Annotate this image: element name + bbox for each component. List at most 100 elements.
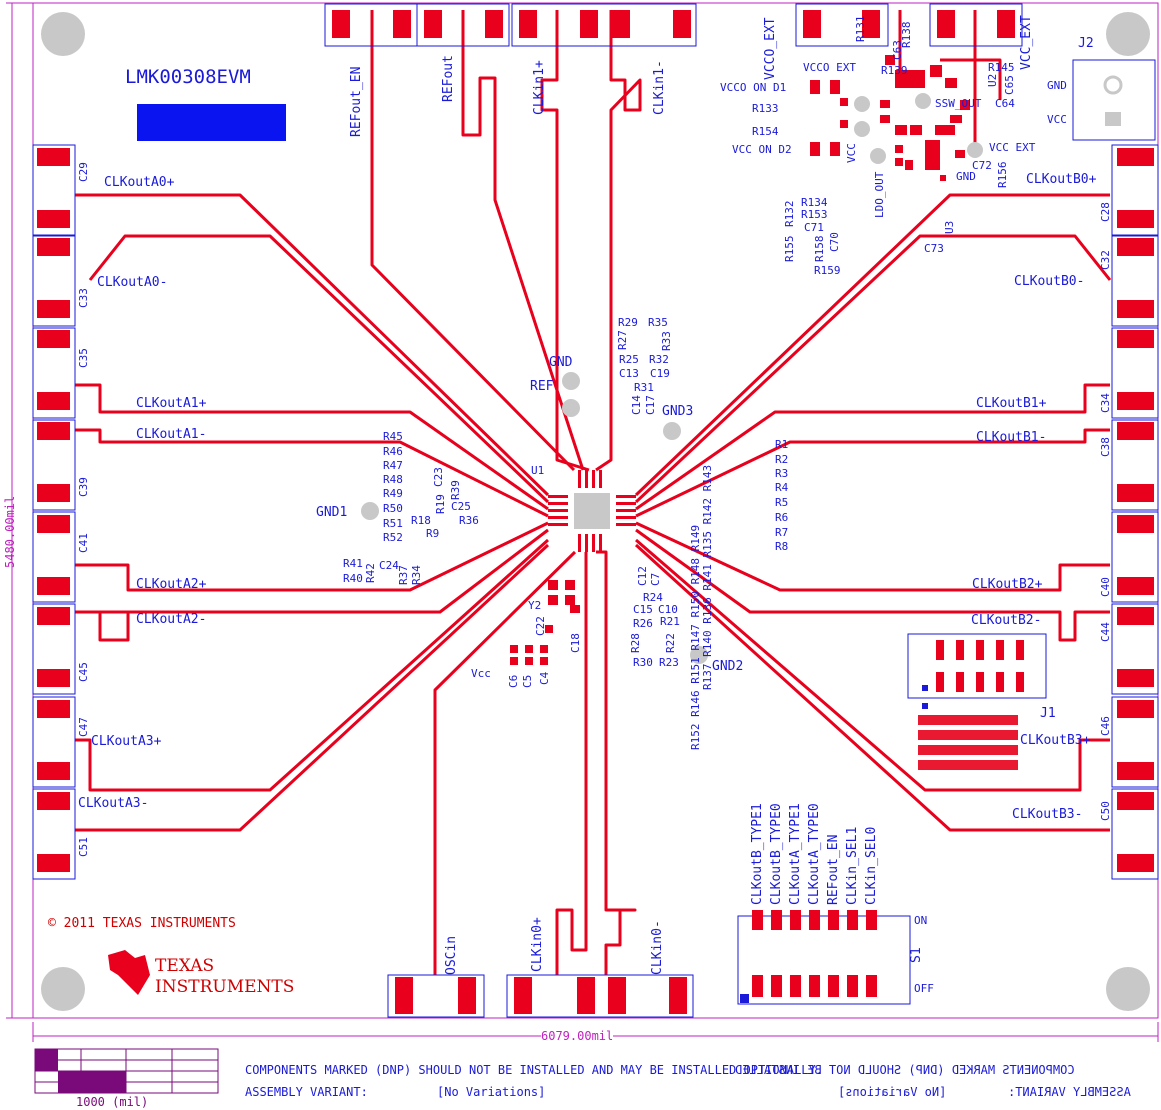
ref-r39: R39 <box>449 480 462 500</box>
s1-label-2: CLKoutA_TYPE1 <box>788 803 803 905</box>
tp-vcc-small: Vcc <box>471 667 491 680</box>
ref-r154: R154 <box>752 125 779 138</box>
ref-r18: R18 <box>411 514 431 527</box>
ref-u1: U1 <box>531 464 545 477</box>
mount-hole-bl <box>41 967 85 1011</box>
s1-label-0: CLKoutB_TYPE1 <box>750 803 765 905</box>
s1-label-5: CLKin_SEL1 <box>845 826 860 905</box>
right-sma-pads <box>1111 144 1159 880</box>
ref-c65: C65 <box>1003 75 1016 95</box>
ref-r35: R35 <box>648 316 668 329</box>
cap-c50: C50 <box>1099 801 1112 821</box>
s1-off: OFF <box>914 982 934 995</box>
ref-c17: C17 <box>644 395 657 415</box>
cap-c32: C32 <box>1099 250 1112 270</box>
ref-r51: R51 <box>383 517 403 530</box>
cap-c41: C41 <box>77 533 90 553</box>
tp-vcco-ext: VCCO EXT <box>803 61 856 74</box>
ref-r139: R139 <box>881 64 908 77</box>
ref-r153: R153 <box>801 208 828 221</box>
s1-label-1: CLKoutB_TYPE0 <box>769 803 784 905</box>
ref-r47: R47 <box>383 459 403 472</box>
ref-r133: R133 <box>752 102 779 115</box>
ti-logo-line2: INSTRUMENTS <box>155 977 295 997</box>
out-a2p: CLKoutA2+ <box>136 577 207 592</box>
left-sma-pads <box>32 144 76 880</box>
u1-ic <box>574 493 610 529</box>
tp-gnd-j2: GND <box>1047 79 1067 92</box>
ref-r131: R131 <box>854 15 867 43</box>
j1-header <box>907 633 1047 770</box>
ref-r145: R145 <box>988 61 1015 74</box>
ref-c5: C5 <box>521 674 534 688</box>
y2-area <box>510 580 580 665</box>
mount-hole-br <box>1106 967 1150 1011</box>
ref-r32: R32 <box>649 353 669 366</box>
out-a0p: CLKoutA0+ <box>104 175 175 190</box>
ref-r50: R50 <box>383 502 403 515</box>
ref-r155: R155 <box>783 235 796 263</box>
ref-r42: R42 <box>364 563 377 583</box>
ref-r134: R134 <box>801 196 828 209</box>
cap-c29: C29 <box>77 162 90 182</box>
out-b0n: CLKoutB0- <box>1014 274 1085 289</box>
ref-c18: C18 <box>569 633 582 653</box>
ref-r8: R8 <box>775 540 789 553</box>
ref-r24: R24 <box>643 591 663 604</box>
ref-c15: C15 <box>633 603 653 616</box>
ref-c25: C25 <box>451 500 471 513</box>
ref-r5: R5 <box>775 496 789 509</box>
cap-c45: C45 <box>77 662 90 682</box>
ref-r132: R132 <box>783 200 796 228</box>
ref-r40: R40 <box>343 572 363 585</box>
ref-c63: C63 <box>891 40 904 60</box>
cap-c38: C38 <box>1099 437 1112 457</box>
conn-oscin: OSCin <box>444 935 459 975</box>
ref-j2: J2 <box>1078 36 1094 51</box>
ref-r9: R9 <box>426 527 440 540</box>
ref-r27: R27 <box>616 330 629 350</box>
conn-clkin0p: CLKin0+ <box>530 917 545 972</box>
ref-c19: C19 <box>650 367 670 380</box>
footer-mirror-line1: COMPONENTS MARKED (DNP) SHOULD NOT BE IN… <box>735 1063 1075 1077</box>
ref-c14: C14 <box>630 395 643 415</box>
traces <box>75 10 1112 975</box>
out-b1n: CLKoutB1- <box>976 430 1047 445</box>
conn-clkin0n: CLKin0- <box>650 920 665 975</box>
ref-r36: R36 <box>459 514 479 527</box>
dim-width-label: 6079.00mil <box>541 1029 614 1043</box>
conn-refout: REFout <box>441 55 456 102</box>
out-a3n: CLKoutA3- <box>78 796 149 811</box>
cap-c33: C33 <box>77 288 90 308</box>
ref-r33: R33 <box>660 331 673 351</box>
ref-rcol1: R152 R146 R151 R147 R150 R148 R149 <box>689 524 702 750</box>
out-b2n: CLKoutB2- <box>971 613 1042 628</box>
cap-c28: C28 <box>1099 202 1112 222</box>
board-title: LMK00308EVM <box>125 66 251 88</box>
s1-label-3: CLKoutA_TYPE0 <box>807 803 822 905</box>
ref-r25: R25 <box>619 353 639 366</box>
cap-c44: C44 <box>1099 622 1112 642</box>
tp-vcc-ext: VCC EXT <box>989 141 1036 154</box>
ref-r30: R30 <box>633 656 653 669</box>
ref-r29: R29 <box>618 316 638 329</box>
ref-r34: R34 <box>410 565 423 585</box>
cap-c40: C40 <box>1099 577 1112 597</box>
ref-c64: C64 <box>995 97 1015 110</box>
out-a0n: CLKoutA0- <box>97 275 168 290</box>
tp-vcc: VCC <box>845 143 858 163</box>
tp-vcco-on: VCCO ON D1 <box>720 81 787 94</box>
s1-label-6: CLKin_SEL0 <box>864 826 879 905</box>
tp-ssw-out: SSW_OUT <box>935 97 982 110</box>
out-a2n: CLKoutA2- <box>136 612 207 627</box>
ref-r158: R158 <box>813 235 826 263</box>
tp-vcc-j2: VCC <box>1047 113 1067 126</box>
cap-c39: C39 <box>77 477 90 497</box>
cap-c34: C34 <box>1099 393 1112 413</box>
ref-c4: C4 <box>538 671 551 685</box>
ref-y2: Y2 <box>528 599 542 612</box>
ref-r23: R23 <box>659 656 679 669</box>
s1-label-4: REFout_EN <box>826 834 841 905</box>
tp-vcc-on: VCC ON D2 <box>732 143 792 156</box>
out-b3p: CLKoutB3+ <box>1020 733 1091 748</box>
